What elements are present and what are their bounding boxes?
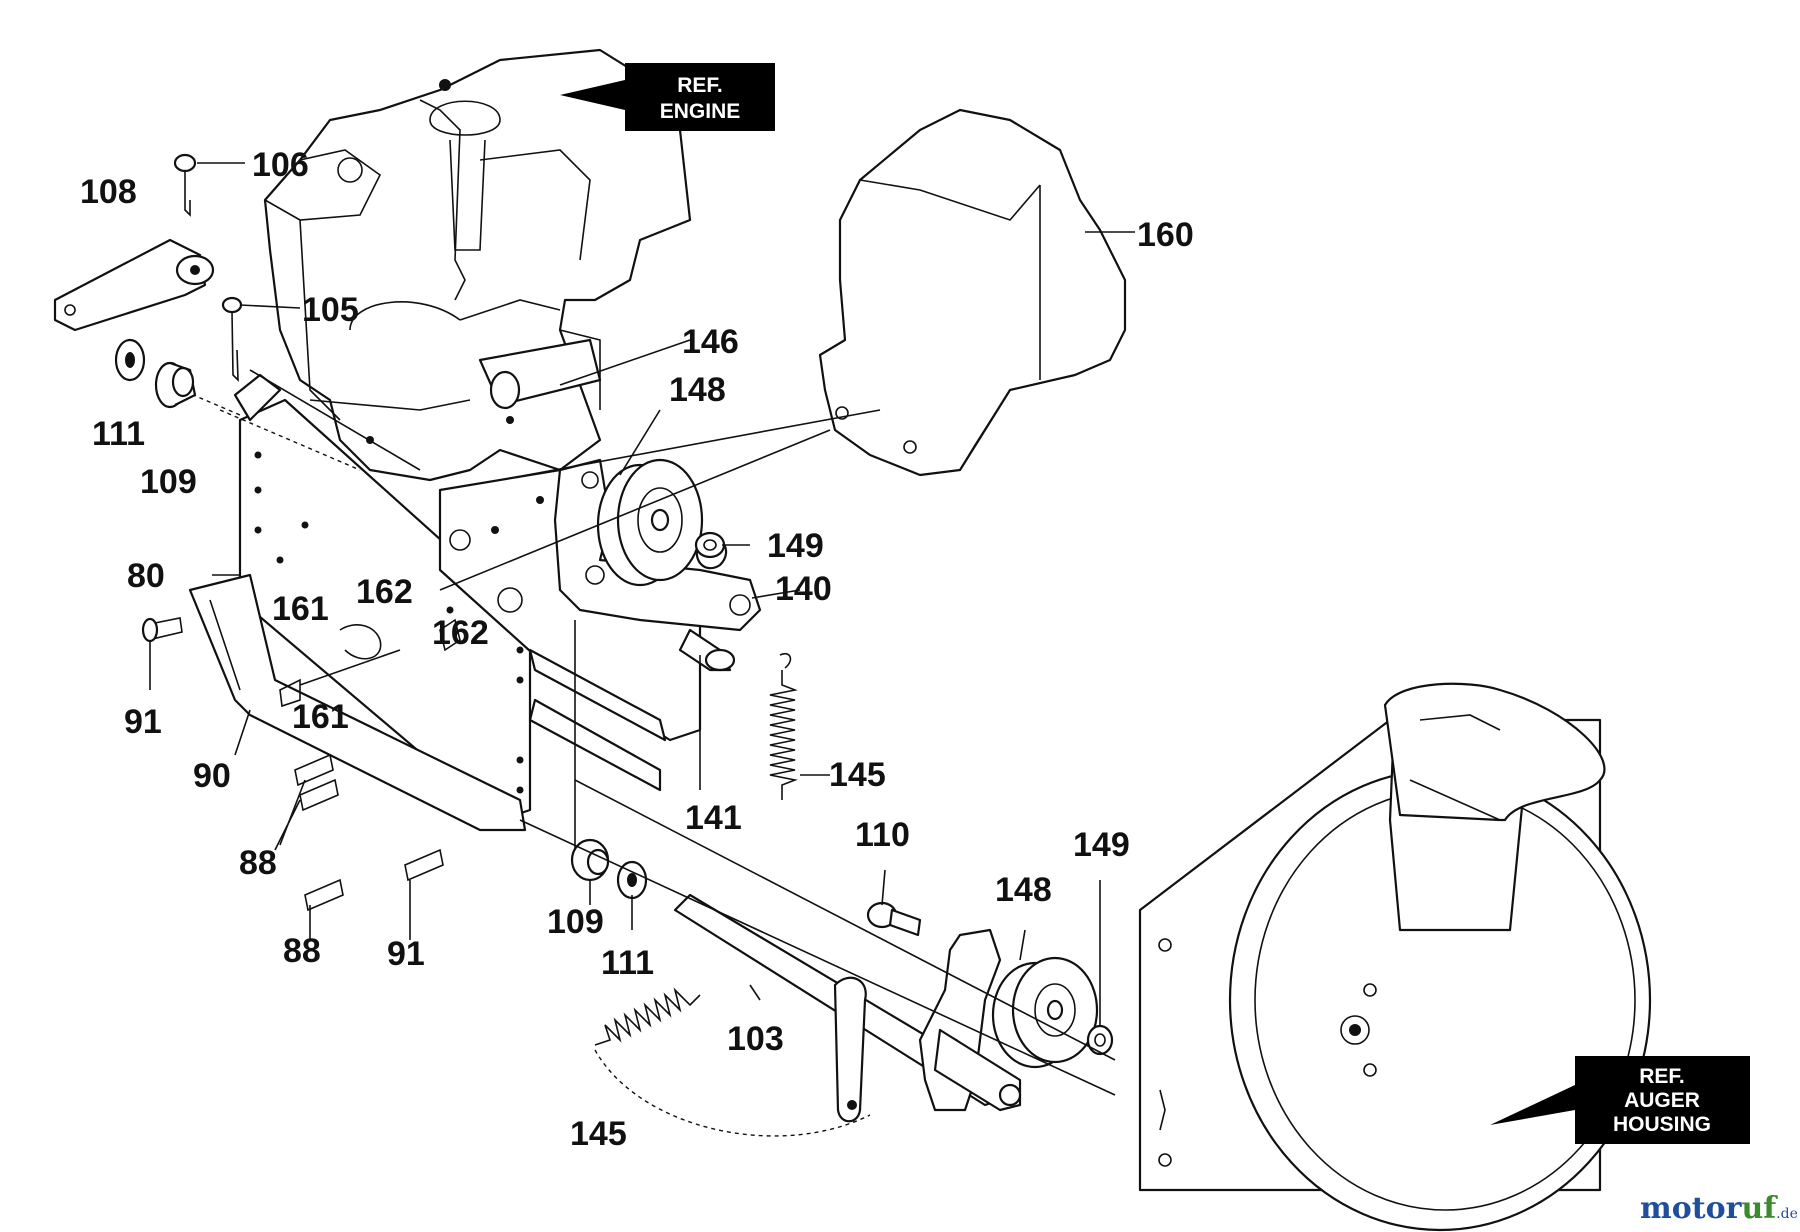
label-80: 80 (127, 557, 165, 595)
label-149-lower: 149 (1073, 826, 1130, 864)
ref-engine-callout: REF. ENGINE (560, 63, 775, 131)
label-145-upper: 145 (829, 756, 886, 794)
label-106: 106 (252, 146, 309, 184)
bolt-110 (866, 901, 922, 937)
watermark-suffix: .de (1776, 1206, 1798, 1222)
label-145-lower: 145 (570, 1115, 627, 1153)
watermark-part1: motor (1640, 1191, 1743, 1226)
watermark-part2: uf (1741, 1191, 1778, 1226)
pulley-lower (991, 956, 1099, 1069)
leader-lines (149, 162, 1135, 1025)
label-110: 110 (855, 816, 910, 854)
idler-bracket-lower (918, 928, 1022, 1112)
label-148-lower: 148 (995, 871, 1052, 909)
label-162-lower: 162 (432, 614, 489, 652)
label-109-upper: 109 (140, 463, 197, 501)
label-160: 160 (1137, 216, 1194, 254)
nut-149-lower (1086, 1024, 1114, 1056)
label-88-upper: 88 (239, 844, 277, 882)
label-103: 103 (727, 1020, 784, 1058)
bearing-109-upper (154, 361, 197, 409)
label-148-upper: 148 (669, 371, 726, 409)
label-149-upper: 149 (767, 527, 824, 565)
ref-engine-line1: REF. (677, 74, 723, 97)
spring-lower (594, 987, 871, 1137)
ref-auger-line1: REF. (1639, 1065, 1685, 1088)
label-91-lower: 91 (387, 935, 425, 973)
label-105: 105 (302, 291, 359, 329)
ref-auger-line2: AUGER (1624, 1089, 1700, 1112)
label-88-lower: 88 (283, 932, 321, 970)
pivot-bracket-108 (53, 238, 215, 332)
bushing-161 (279, 649, 401, 708)
washer-111-upper (114, 338, 146, 382)
bushing-162 (339, 618, 461, 660)
label-146: 146 (682, 323, 739, 361)
watermark-text: motoruf.de (1640, 1191, 1798, 1226)
label-109-lower: 109 (547, 903, 604, 941)
label-111-upper: 111 (92, 415, 145, 453)
watermark-logo: motoruf.de (1640, 1191, 1798, 1226)
label-161-lower: 161 (292, 698, 349, 736)
label-162-upper: 162 (356, 573, 413, 611)
label-141: 141 (685, 799, 742, 837)
label-111-lower: 111 (601, 944, 654, 982)
label-91-upper: 91 (124, 703, 162, 741)
label-90: 90 (193, 757, 231, 795)
ref-auger-callout: REF. AUGER HOUSING (1490, 1056, 1750, 1144)
pulley-upper (596, 458, 728, 587)
pin-106 (173, 153, 197, 217)
ref-engine-line2: ENGINE (660, 100, 741, 123)
bolt-91-lower (404, 848, 444, 882)
spring-upper (769, 652, 798, 800)
auger-housing (1138, 682, 1652, 1232)
label-140: 140 (775, 570, 832, 608)
bolt-91-upper (141, 617, 183, 643)
nut-149-upper (694, 531, 726, 559)
belt-cover (818, 108, 1127, 477)
pin-105 (221, 296, 243, 382)
part-number-labels: 106 108 105 146 148 111 109 160 149 80 1… (80, 146, 1194, 1153)
label-161-upper: 161 (272, 590, 329, 628)
bolt-88 (294, 753, 344, 912)
label-108: 108 (80, 173, 137, 211)
ref-auger-line3: HOUSING (1613, 1113, 1711, 1136)
engine-illustration (263, 48, 692, 482)
